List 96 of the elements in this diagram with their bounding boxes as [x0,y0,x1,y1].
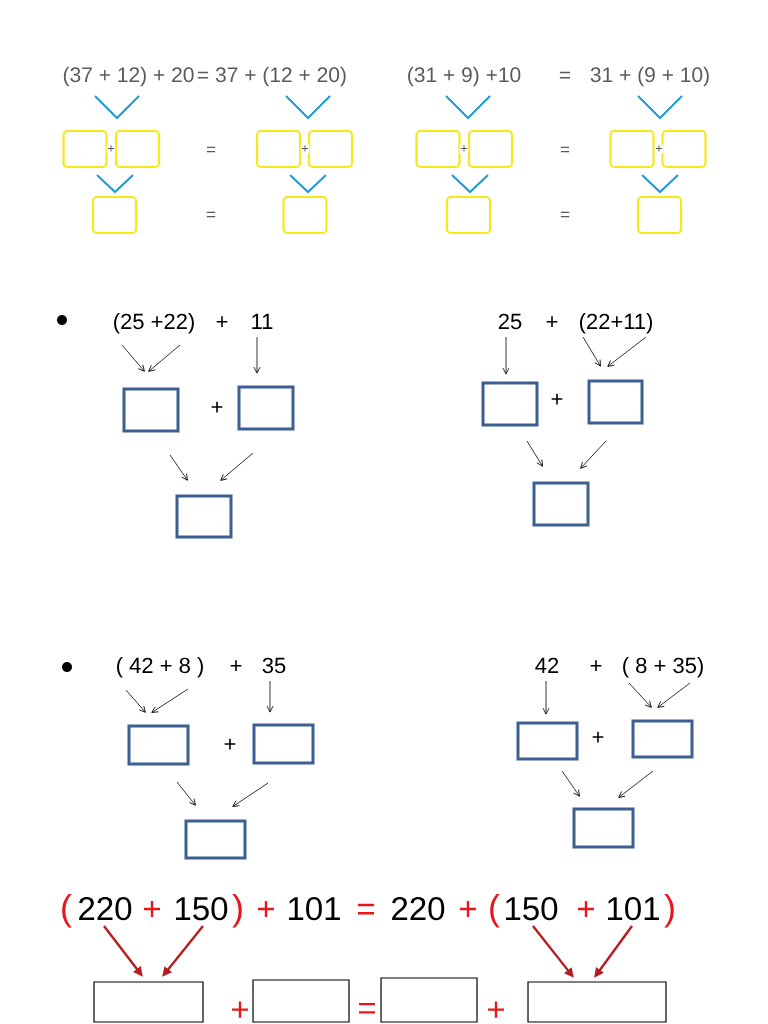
arrow [176,781,196,806]
arrow [618,770,654,798]
answer-box [237,385,295,431]
equals-sign: = [355,903,377,921]
parenthesis: ( [59,893,73,928]
plus-sign: + [545,315,559,330]
number-expression: 42 [535,657,559,673]
arrow [526,440,543,467]
plus-sign: + [255,900,277,921]
answer-box [175,494,233,539]
answer-box [661,129,707,169]
plus-sign: + [229,1001,251,1022]
equals-sign: = [559,211,571,221]
plus-sign: + [215,315,229,330]
number-expression: 101 [608,896,659,921]
answer-box [516,721,579,761]
expression-text: (31 + 9) +10 [406,66,522,87]
arrow [169,454,188,481]
plus-sign: + [591,731,605,745]
arrow [628,682,652,708]
equals-sign: = [356,1002,378,1020]
plus-sign: + [141,900,163,921]
arrow [125,689,146,713]
arrow [253,336,261,374]
parenthesis: ) [231,893,245,928]
answer-box [415,129,461,169]
equals-sign: = [205,211,217,221]
plus-sign: + [106,144,116,154]
plus-sign: + [223,738,237,752]
arrow [266,680,274,713]
answer-box [255,129,302,169]
arrow [542,680,550,715]
parenthesis: ( [487,893,501,928]
answer-box [252,979,350,1023]
equals-sign: = [205,146,217,156]
arrow [657,682,691,708]
answer-box [91,195,138,235]
plus-sign: + [229,659,243,674]
plus-sign: + [300,144,310,154]
answer-box [467,129,514,169]
plus-sign: + [575,900,597,921]
number-expression: (22+11) [579,313,653,334]
arrow [148,344,181,372]
answer-box [62,129,108,169]
arrow [151,688,189,713]
plus-sign: + [654,144,664,154]
answer-box [307,129,354,169]
arrow [607,336,647,367]
answer-box [184,819,247,860]
plus-sign: + [459,144,469,154]
equals-sign: = [196,71,210,83]
parenthesis: ) [663,893,677,928]
answer-box [114,129,161,169]
answer-box [93,981,204,1023]
answer-box [587,379,644,425]
plus-sign: + [210,401,224,415]
arrow [502,336,510,375]
arrow [232,782,269,807]
plus-sign: + [589,659,603,674]
plus-sign: + [457,900,479,921]
arrow [582,336,601,367]
plus-sign: + [485,1001,507,1022]
arrow [580,440,607,469]
answer-box [527,981,667,1023]
answer-box [631,719,694,759]
answer-box [532,481,590,527]
answer-box [282,195,328,235]
answer-box [380,977,478,1023]
answer-box [252,723,315,765]
answer-box [481,381,539,427]
equals-sign: = [559,146,571,156]
number-expression: 11 [252,313,273,329]
number-expression: (25 +22) [114,313,194,334]
answer-box [122,387,180,433]
number-expression: 35 [262,657,286,674]
answer-box [445,195,492,235]
expression-text: 31 + (9 + 10) [589,66,711,87]
number-expression: ( 42 + 8 ) [117,657,203,678]
number-text: 220 [390,896,447,921]
arrow [561,770,580,797]
expression-text: 37 + (12 + 20) [214,66,348,87]
number-expression: ( 8 + 35) [623,657,703,678]
answer-box [609,129,655,169]
number-expression: 25 [498,313,522,330]
number-expression: 150 [506,896,558,921]
answer-box [636,195,683,235]
equals-sign: = [558,71,572,83]
arrow [121,344,145,372]
number-expression: 150 [176,896,228,921]
number-expression: 220 [79,896,132,921]
answer-box [572,807,635,849]
answer-box [127,724,190,766]
number-text: 101 [285,896,343,921]
plus-sign: + [550,393,564,407]
arrow [220,452,254,481]
expression-text: (37 + 12) + 20 [62,66,195,87]
